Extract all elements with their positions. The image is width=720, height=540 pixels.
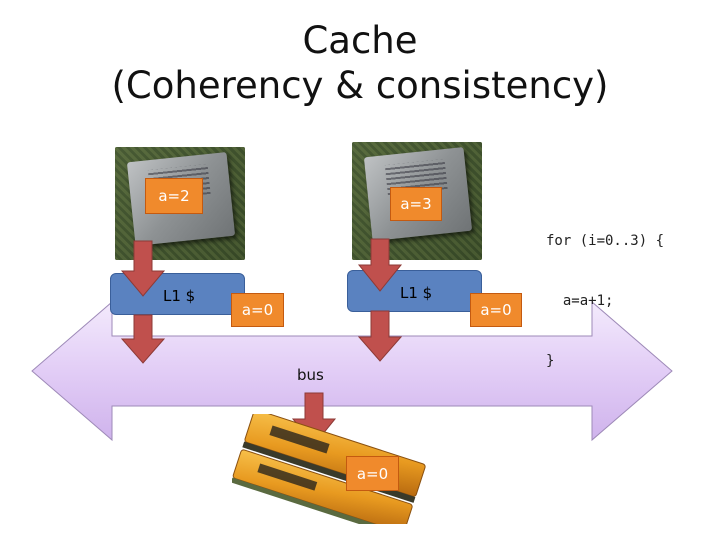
cache-left-value: a=0 [231, 293, 284, 327]
code-snippet: for (i=0..3) { a=a+1; } [546, 191, 664, 391]
slide-title: Cache (Coherency & consistency) [0, 18, 720, 108]
title-line-1: Cache [302, 19, 418, 62]
arrow-cpu-right-to-cache [357, 238, 403, 292]
code-line-2: a=a+1; [546, 293, 614, 309]
title-line-2: (Coherency & consistency) [111, 64, 609, 107]
cache-left-label: L1 $ [163, 287, 196, 305]
bus-label: bus [297, 366, 324, 384]
register-left: a=2 [145, 178, 203, 214]
arrow-cache-left-to-bus [120, 314, 166, 364]
cache-right-label: L1 $ [400, 284, 433, 302]
code-line-1: for (i=0..3) { [546, 233, 665, 249]
memory-image [232, 414, 426, 524]
code-line-3: } [546, 353, 555, 369]
memory-value: a=0 [346, 456, 399, 491]
cache-left: L1 $ [110, 273, 245, 315]
arrow-cache-right-to-bus [357, 310, 403, 362]
arrow-cpu-left-to-cache [120, 240, 166, 297]
register-right: a=3 [390, 187, 442, 221]
cache-right-value: a=0 [470, 293, 522, 327]
